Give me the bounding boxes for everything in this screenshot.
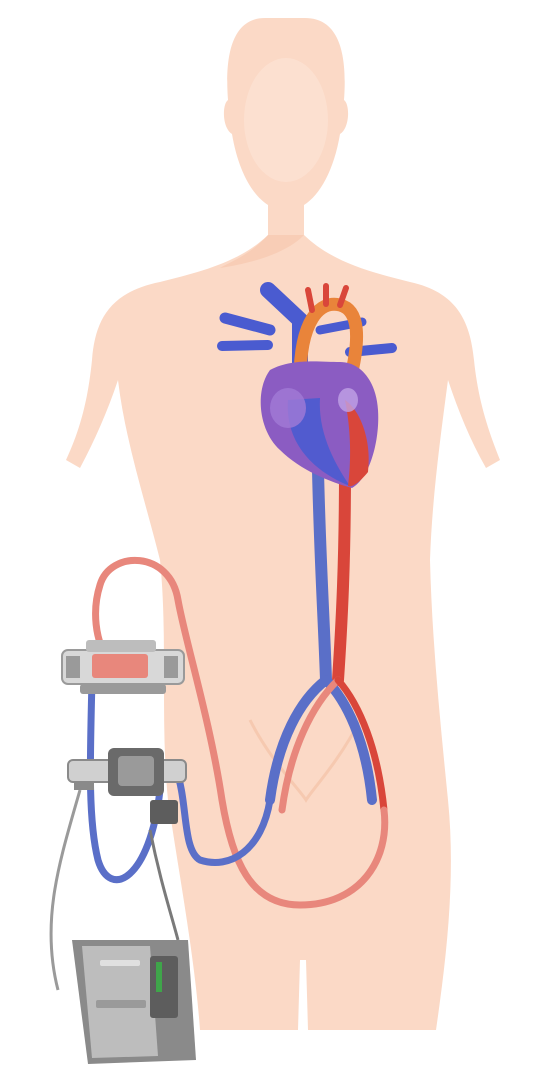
ecmo-console — [72, 940, 196, 1064]
inferior-vena-cava — [318, 470, 326, 680]
console-cable-2 — [150, 830, 178, 940]
descending-aorta — [338, 470, 345, 680]
oxygenator-top — [86, 640, 156, 652]
face — [244, 58, 328, 182]
console-screen — [150, 956, 178, 1018]
oxygenator-core — [92, 654, 148, 678]
pump-rotor — [118, 756, 154, 786]
console-indicator — [156, 962, 162, 992]
console-button-row — [96, 1000, 146, 1008]
left-atrium — [338, 388, 358, 412]
console-stripe — [100, 960, 140, 966]
pump-clamp-left — [74, 782, 94, 790]
right-atrium — [270, 388, 306, 428]
human-body — [66, 18, 500, 1030]
oxygenator-port-left — [66, 656, 80, 678]
pump-connector — [150, 800, 178, 824]
aortic-branch-1 — [308, 290, 312, 310]
oxygenator-base — [80, 684, 166, 694]
right-pulmonary-vein — [222, 345, 268, 346]
oxygenator-port-right — [164, 656, 178, 678]
